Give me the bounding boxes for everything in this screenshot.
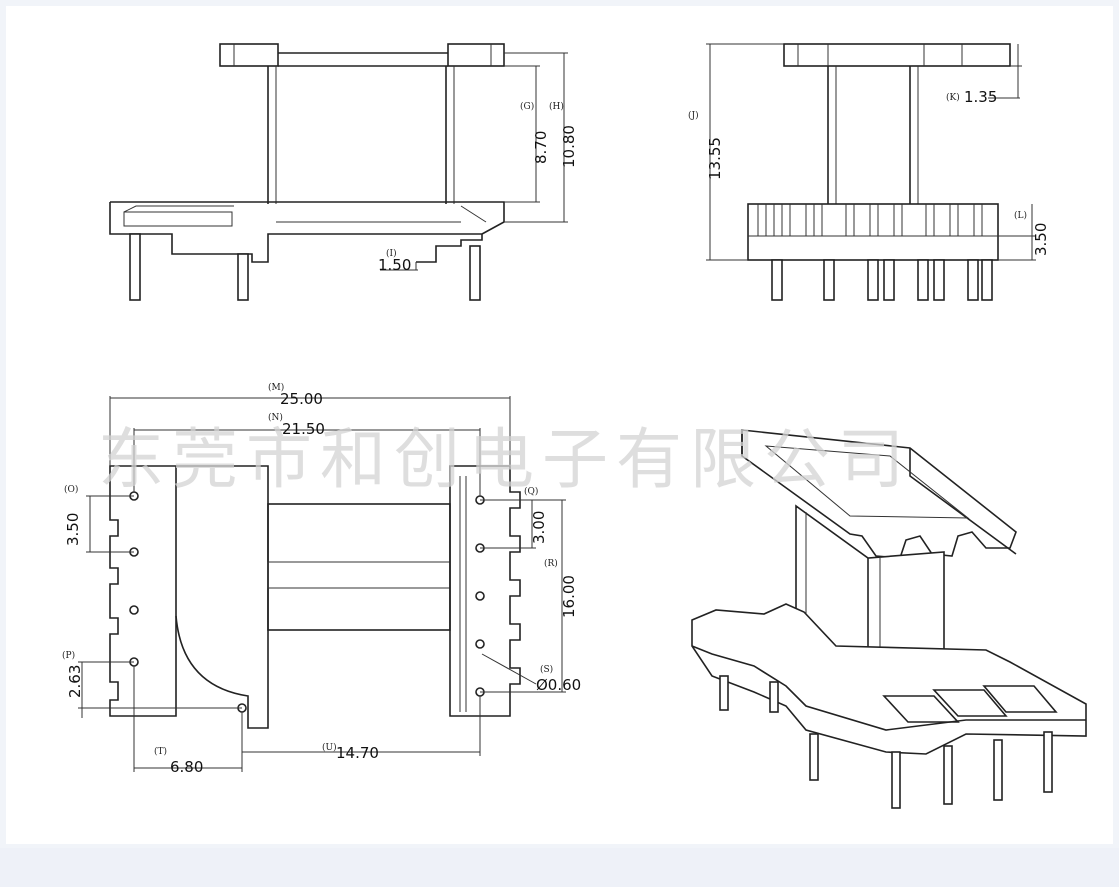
- dim-s-value: Ø0.60: [536, 676, 581, 694]
- dim-i-tag: (I): [386, 248, 397, 259]
- dim-i-value: 1.50: [378, 256, 411, 274]
- dim-o-tag: (O): [64, 484, 78, 495]
- bottom-strip: [0, 848, 1119, 887]
- pin-holes-left: [129, 491, 247, 713]
- pin-hole: [475, 639, 485, 649]
- top-winding-area: [267, 503, 451, 631]
- dim-t-value: 6.80: [170, 758, 203, 776]
- front-view: (J) 13.55 (K) 1.35 (L) 3.50: [688, 43, 1050, 301]
- iso-pin: [769, 681, 779, 713]
- dim-j-value: 13.55: [706, 137, 724, 180]
- dim-g-tag: (G): [520, 101, 534, 112]
- dim-s-tag: (S): [540, 664, 553, 675]
- bobbin-drawing: (G) 8.70 (H) 10.80 (I) 1.50: [62, 43, 1087, 809]
- dim-j-tag: (J): [688, 110, 699, 121]
- front-base: [747, 203, 999, 261]
- dim-g-value: 8.70: [532, 131, 550, 164]
- dim-m-value: 25.00: [280, 390, 323, 408]
- side-pin-3: [469, 245, 481, 301]
- dim-n-tag: (N): [268, 412, 283, 423]
- side-top-flange-right: [447, 43, 505, 67]
- dim-r-tag: (R): [544, 558, 558, 569]
- top-right-flange: [449, 465, 521, 717]
- drawing-sheet: (G) 8.70 (H) 10.80 (I) 1.50: [6, 6, 1113, 844]
- dim-q-tag: (Q): [524, 486, 538, 497]
- side-top-flange-left: [219, 43, 279, 67]
- dim-r-value: 16.00: [560, 575, 578, 618]
- dim-t-tag: (T): [154, 746, 167, 757]
- dim-n-value: 21.50: [282, 420, 325, 438]
- dim-u-value: 14.70: [336, 744, 379, 762]
- dim-h-value: 10.80: [560, 125, 578, 168]
- front-pin-6: [933, 259, 945, 301]
- dim-l-tag: (L): [1014, 210, 1027, 221]
- front-pin-7: [967, 259, 979, 301]
- iso-slot-2: [932, 689, 1008, 717]
- isometric-view: [691, 429, 1087, 809]
- front-pin-1: [771, 259, 783, 301]
- top-left-flange: [109, 465, 177, 717]
- iso-pin: [891, 751, 901, 809]
- watermark-text: 东莞市和创电子有限公司: [98, 421, 912, 498]
- dim-q-value: 3.00: [530, 511, 548, 544]
- front-pin-4: [883, 259, 895, 301]
- side-view: (G) 8.70 (H) 10.80 (I) 1.50: [109, 43, 578, 301]
- front-pin-3: [867, 259, 879, 301]
- dim-p-value: 2.63: [66, 665, 84, 698]
- front-pin-2: [823, 259, 835, 301]
- dim-o-value: 3.50: [64, 513, 82, 546]
- dim-k-value: 1.35: [964, 88, 997, 106]
- iso-pin: [943, 745, 953, 805]
- iso-pin: [993, 739, 1003, 801]
- top-view: (M) 25.00 (N) 21.50 (O) 3.50 (Q) 3.00 (R…: [62, 382, 581, 776]
- pin-holes-right: [475, 495, 485, 697]
- dim-h-tag: (H): [549, 101, 564, 112]
- front-pin-8: [981, 259, 993, 301]
- pin-hole: [129, 605, 139, 615]
- iso-pin: [809, 733, 819, 781]
- pin-hole: [475, 591, 485, 601]
- dim-m-tag: (M): [268, 382, 284, 393]
- iso-pin: [1043, 731, 1053, 793]
- dim-k-tag: (K): [946, 92, 960, 103]
- dim-u-tag: (U): [322, 742, 337, 753]
- dim-p-tag: (P): [62, 650, 75, 661]
- iso-pin: [719, 675, 729, 711]
- side-pin-1: [129, 233, 141, 301]
- front-pin-5: [917, 259, 929, 301]
- iso-slot-3: [982, 685, 1058, 713]
- iso-slot-1: [882, 695, 960, 723]
- side-pin-2: [237, 253, 249, 301]
- dim-l-value: 3.50: [1032, 223, 1050, 256]
- front-top-flange: [783, 43, 1011, 67]
